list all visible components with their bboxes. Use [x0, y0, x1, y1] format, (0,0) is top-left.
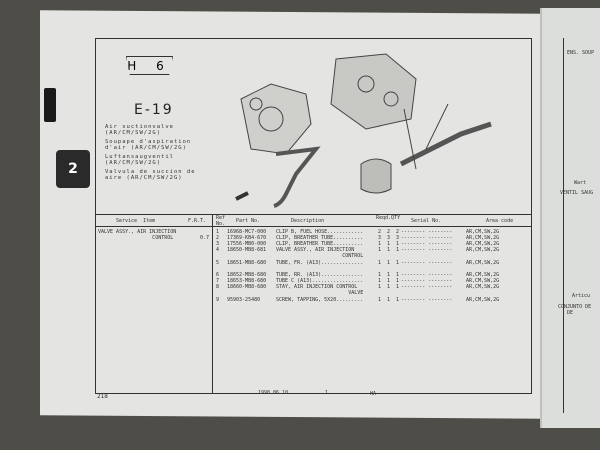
revision: 1	[325, 390, 329, 396]
facing-page-frame: ENS. SOUP Wart VENTIL SAUG Articu CONJUN…	[558, 38, 600, 413]
part-ref: 8	[216, 284, 220, 290]
part-desc: TUBE C (A13).................	[276, 278, 364, 284]
parts-frame: H 6 E-19 Air suctionvalve (AR/CM/SW/2G) …	[95, 38, 532, 394]
serial-range: -------- --------	[401, 260, 453, 266]
part-part: 17369-KB4-670	[227, 235, 267, 241]
exploded-diagram	[235, 53, 492, 208]
page-number: 218	[97, 393, 108, 400]
part-qty: 1 1 1	[378, 247, 400, 253]
print-date: 1998.06.10	[258, 390, 289, 396]
serial-range: -------- --------	[401, 272, 453, 278]
serial-header: Serial No.	[411, 218, 442, 224]
facing-page	[540, 8, 600, 428]
part-area: AR,CM,SW,2G	[466, 260, 500, 266]
part-desc: CLIP, BREATHER TUBE..........	[276, 241, 364, 247]
chapter-tab[interactable]: 2	[56, 150, 90, 188]
part-area: AR,CM,SW,2G	[466, 241, 500, 247]
part-qty: 2 2 2	[378, 229, 400, 235]
part-ref: 7	[216, 278, 220, 284]
caption-de: Luftansaugventil (AR/CM/SW/2G)	[105, 154, 174, 166]
part-desc: CLIP, BREATHER TUBE..........	[276, 235, 364, 241]
service-item: VALVE ASSY., AIR INJECTION CONTROL	[98, 229, 177, 241]
section-badge: H 6	[126, 56, 173, 75]
facing-row-es: CONJUNTO DE DE	[558, 304, 592, 316]
table-top-rule	[96, 214, 531, 215]
part-desc: TUBE, RR. (A13)..............	[276, 272, 364, 278]
part-part: 95903-25480	[227, 297, 261, 303]
part-desc: TUBE, FR. (A13)..............	[276, 260, 364, 266]
part-part: 18651-MB8-680	[227, 260, 267, 266]
part-area: AR,CM,SW,2G	[466, 278, 500, 284]
catalog-code: HA	[370, 391, 377, 397]
part-ref: 2	[216, 235, 220, 241]
serial-range: -------- --------	[401, 247, 453, 253]
part-ref: 9	[216, 297, 220, 303]
service-frt: 0.7	[200, 235, 210, 241]
part-qty: 1 1 1	[378, 260, 400, 266]
part-part: 18660-MB8-680	[227, 284, 267, 290]
part-qty: 3 3 3	[378, 235, 400, 241]
ref-header: Ref No.	[216, 215, 226, 227]
part-ref: 1	[216, 229, 220, 235]
part-qty: 1 1 1	[378, 278, 400, 284]
part-desc: CLIP B, FUEL HOSE............	[276, 229, 364, 235]
area-header: Area code	[486, 218, 514, 224]
part-desc: SCREW, TAPPING, 5X20.........	[276, 297, 364, 303]
frt-header: F.R.T.	[188, 218, 207, 224]
part-ref: 5	[216, 260, 220, 266]
part-area: AR,CM,SW,2G	[466, 272, 500, 278]
facing-row-de: VENTIL SAUG	[560, 190, 594, 196]
serial-range: -------- --------	[401, 297, 453, 303]
part-part: 18652-MB8-680	[227, 272, 267, 278]
part-part: 16968-MC7-000	[227, 229, 267, 235]
figure-number: E-19	[134, 102, 174, 118]
facing-item: ENS. SOUP	[567, 50, 595, 56]
part-header: Part No.	[236, 218, 261, 224]
part-area: AR,CM,SW,2G	[466, 247, 500, 253]
part-ref: 6	[216, 272, 220, 278]
serial-range: -------- --------	[401, 284, 453, 290]
facing-header-de: Wart	[574, 180, 587, 186]
part-qty: 1 1 1	[378, 284, 400, 290]
description-header: Description	[291, 218, 325, 224]
table-header-rule	[96, 226, 531, 227]
part-desc: STAY, AIR INJECTION CONTROL VALVE	[276, 284, 364, 296]
serial-range: -------- --------	[401, 241, 453, 247]
part-area: AR,CM,SW,2G	[466, 235, 500, 241]
qty-header: Reqd.QTY	[376, 215, 401, 221]
serial-range: -------- --------	[401, 235, 453, 241]
part-area: AR,CM,SW,2G	[466, 297, 500, 303]
service-item-header: Service Item	[116, 218, 156, 224]
part-ref: 3	[216, 241, 220, 247]
part-qty: 1 1 1	[378, 297, 400, 303]
facing-header-es: Articu	[572, 293, 591, 299]
caption-fr: Soupape d'aspiration d'air (AR/CM/SW/2G)	[105, 139, 192, 151]
part-qty: 1 1 1	[378, 241, 400, 247]
part-area: AR,CM,SW,2G	[466, 284, 500, 290]
part-part: 18650-MB8-681	[227, 247, 267, 253]
part-desc: VALVE ASSY., AIR INJECTION CONTROL	[276, 247, 364, 259]
caption-es: Valvula de succion de aire (AR/CM/SW/2G)	[105, 169, 196, 181]
serial-range: -------- --------	[401, 229, 453, 235]
serial-range: -------- --------	[401, 278, 453, 284]
caption-en: Air suctionvalve (AR/CM/SW/2G)	[105, 124, 174, 136]
index-tab	[44, 88, 56, 122]
part-part: 18653-MB8-680	[227, 278, 267, 284]
part-ref: 4	[216, 247, 220, 253]
part-area: AR,CM,SW,2G	[466, 229, 500, 235]
part-part: 17556-MB0-000	[227, 241, 267, 247]
column-divider	[212, 214, 213, 393]
part-qty: 1 1 1	[378, 272, 400, 278]
